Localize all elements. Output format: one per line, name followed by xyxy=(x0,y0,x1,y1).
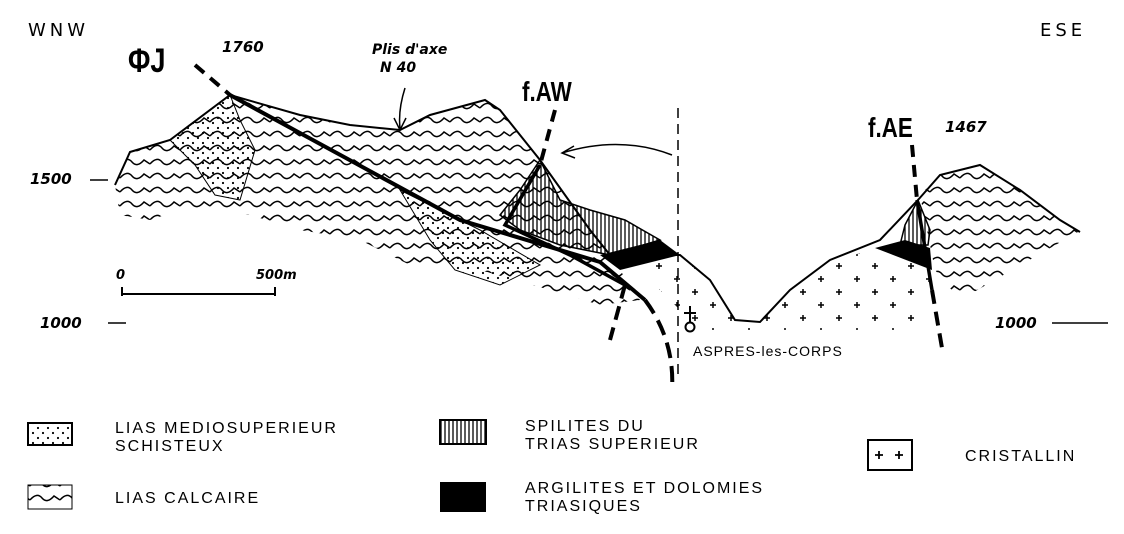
legend-label: LIAS MEDIOSUPERIEUR xyxy=(115,420,338,437)
scale-start: 0 xyxy=(116,268,126,283)
displacement-arrow xyxy=(560,143,673,159)
orientation-right: ESE xyxy=(1040,20,1087,41)
fold-annotation-line1: Plis d'axe xyxy=(372,42,448,58)
legend-item-lias-mediosuperieur: LIAS MEDIOSUPERIEUR SCHISTEUX xyxy=(115,420,338,456)
legend-label: LIAS CALCAIRE xyxy=(115,490,261,507)
fault-ae-line xyxy=(930,289,944,349)
legend-item-argilites: ARGILITES ET DOLOMIES TRIASIQUES xyxy=(525,480,764,516)
legend-item-spilites: SPILITES DU TRIAS SUPERIEUR xyxy=(525,418,700,454)
place-label: ASPRES-les-CORPS xyxy=(693,343,843,359)
thrust-fault-line xyxy=(193,63,232,97)
scale-end: 500m xyxy=(256,268,297,283)
fault-ae-line xyxy=(915,199,934,291)
fault-ae-line xyxy=(910,144,919,201)
legend-label: SPILITES DU xyxy=(525,418,645,435)
orientation-left: WNW xyxy=(28,20,90,41)
fault-aw-line xyxy=(608,284,627,341)
village-symbol xyxy=(684,306,696,333)
elevation-peak-left: 1760 xyxy=(222,38,264,56)
legend-item-cristallin: CRISTALLIN xyxy=(965,448,1076,466)
legend-label: ARGILITES ET DOLOMIES xyxy=(525,480,765,497)
topographic-profile xyxy=(114,93,1081,324)
fault-aw-line xyxy=(502,164,626,287)
fault-aw-label: f.AW xyxy=(522,76,572,107)
elevation-peak-right: 1467 xyxy=(945,118,987,136)
legend-swatch-dotted xyxy=(27,422,73,446)
thrust-fault-line xyxy=(229,93,647,302)
lias-mediosuperieur-region xyxy=(398,188,542,286)
thrust-label: ΦJ xyxy=(128,42,166,80)
legend-label: TRIAS SUPERIEUR xyxy=(525,436,700,453)
legend-item-lias-calcaire: LIAS CALCAIRE xyxy=(115,490,260,508)
argilites-region xyxy=(875,240,932,270)
scale-bar xyxy=(121,287,276,296)
fault-ae-label: f.AE xyxy=(868,112,913,143)
legend-label: TRIASIQUES xyxy=(525,498,642,515)
legend-swatch-wavy xyxy=(27,484,73,510)
cristallin-region xyxy=(640,250,932,330)
fold-annotation-line2: N 40 xyxy=(380,60,417,76)
elevation-1000-right: 1000 xyxy=(995,314,1037,332)
legend-swatch-crosses xyxy=(867,439,913,471)
lias-mediosuperieur-region xyxy=(169,94,256,201)
elevation-1000-left: 1000 xyxy=(40,314,82,332)
legend-label: SCHISTEUX xyxy=(115,438,225,455)
legend-swatch-black xyxy=(440,482,486,512)
fault-aw-line xyxy=(538,109,557,166)
fold-arrow xyxy=(393,87,407,132)
legend-label: CRISTALLIN xyxy=(965,448,1077,465)
thrust-fault-line xyxy=(643,298,675,391)
legend-swatch-stripes xyxy=(439,419,487,445)
elevation-1500: 1500 xyxy=(30,170,72,188)
